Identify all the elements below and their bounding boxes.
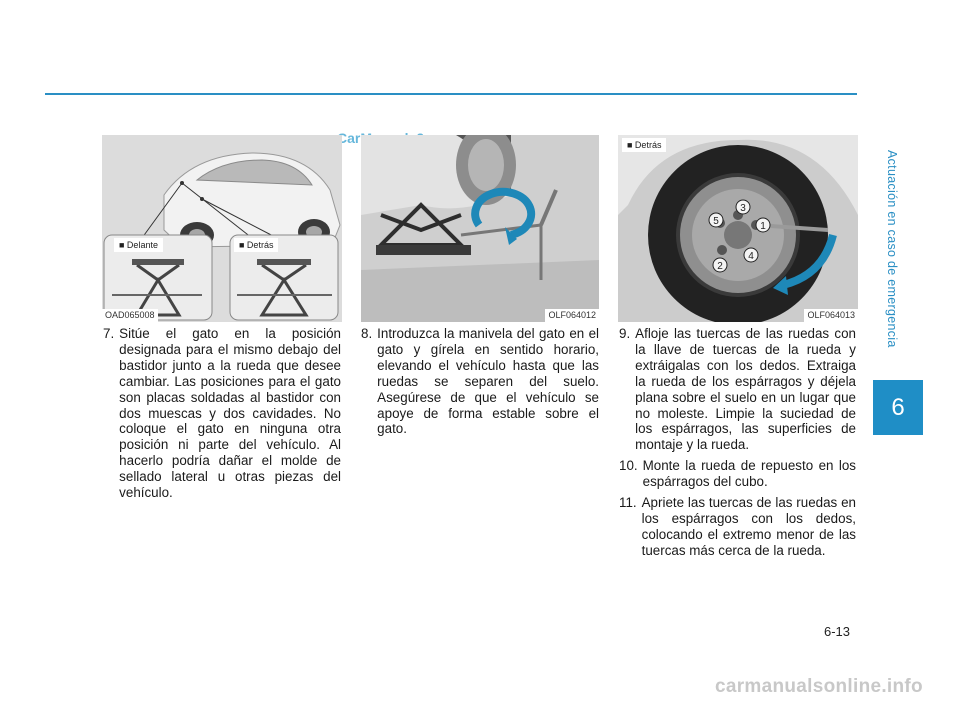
lug-number-1: 1 — [760, 221, 766, 232]
figure-code: OLF064012 — [545, 309, 599, 322]
jack-positions-illustration — [102, 135, 342, 322]
chapter-tab[interactable]: 6 — [873, 380, 923, 435]
step-11: 11. Apriete las tuercas de las ruedas en… — [619, 495, 856, 559]
tag-front: ■ Delante — [114, 238, 163, 252]
figure-jack-positions: ■ Delante ■ Detrás OAD065008 — [102, 135, 342, 322]
page-number: 6-13 — [824, 624, 851, 639]
figure-code: OLF064013 — [804, 309, 858, 322]
lug-number-5: 5 — [713, 216, 719, 227]
step-text: Monte la rueda de repuesto en los espárr… — [642, 458, 856, 490]
step-number: 8. — [361, 326, 373, 341]
watermark-bottom: carmanualsonline.info — [715, 676, 923, 697]
step-number: 10. — [619, 458, 638, 474]
column-1: 7. Sitúe el gato en la posición designad… — [103, 326, 341, 506]
section-title: Actuación en caso de emergencia — [885, 150, 899, 348]
step-7: 7. Sitúe el gato en la posición designad… — [103, 326, 341, 501]
figure-wheel-nuts: 1 2 3 4 5 ■ Detrás OLF064013 — [618, 135, 858, 322]
step-10: 10. Monte la rueda de repuesto en los es… — [619, 458, 856, 490]
lug-number-3: 3 — [740, 203, 746, 214]
jack-handle-illustration — [361, 135, 599, 322]
tag-rear: ■ Detrás — [234, 238, 279, 252]
header-rule — [45, 93, 857, 95]
step-8: 8. Introduzca la manivela del gato en el… — [361, 326, 599, 437]
step-text: Introduzca la manivela del gato en el ga… — [377, 326, 599, 437]
step-9: 9. Afloje las tuercas de las ruedas con … — [619, 326, 856, 453]
tag-rear: ■ Detrás — [622, 138, 667, 152]
figure-code: OAD065008 — [102, 309, 158, 322]
figure-jack-handle: OLF064012 — [361, 135, 599, 322]
step-text: Sitúe el gato en la posición designada p… — [119, 326, 341, 501]
lug-number-4: 4 — [748, 251, 754, 262]
column-2: 8. Introduzca la manivela del gato en el… — [361, 326, 599, 442]
step-text: Afloje las tuercas de las ruedas con la … — [635, 326, 856, 453]
lug-number-2: 2 — [717, 261, 723, 272]
step-number: 9. — [619, 326, 631, 341]
step-text: Apriete las tuercas de las ruedas en los… — [641, 495, 856, 558]
column-3: 9. Afloje las tuercas de las ruedas con … — [619, 326, 856, 564]
step-number: 11. — [619, 495, 637, 511]
wheel-illustration: 1 2 3 4 5 — [618, 135, 858, 322]
step-number: 7. — [103, 326, 115, 341]
